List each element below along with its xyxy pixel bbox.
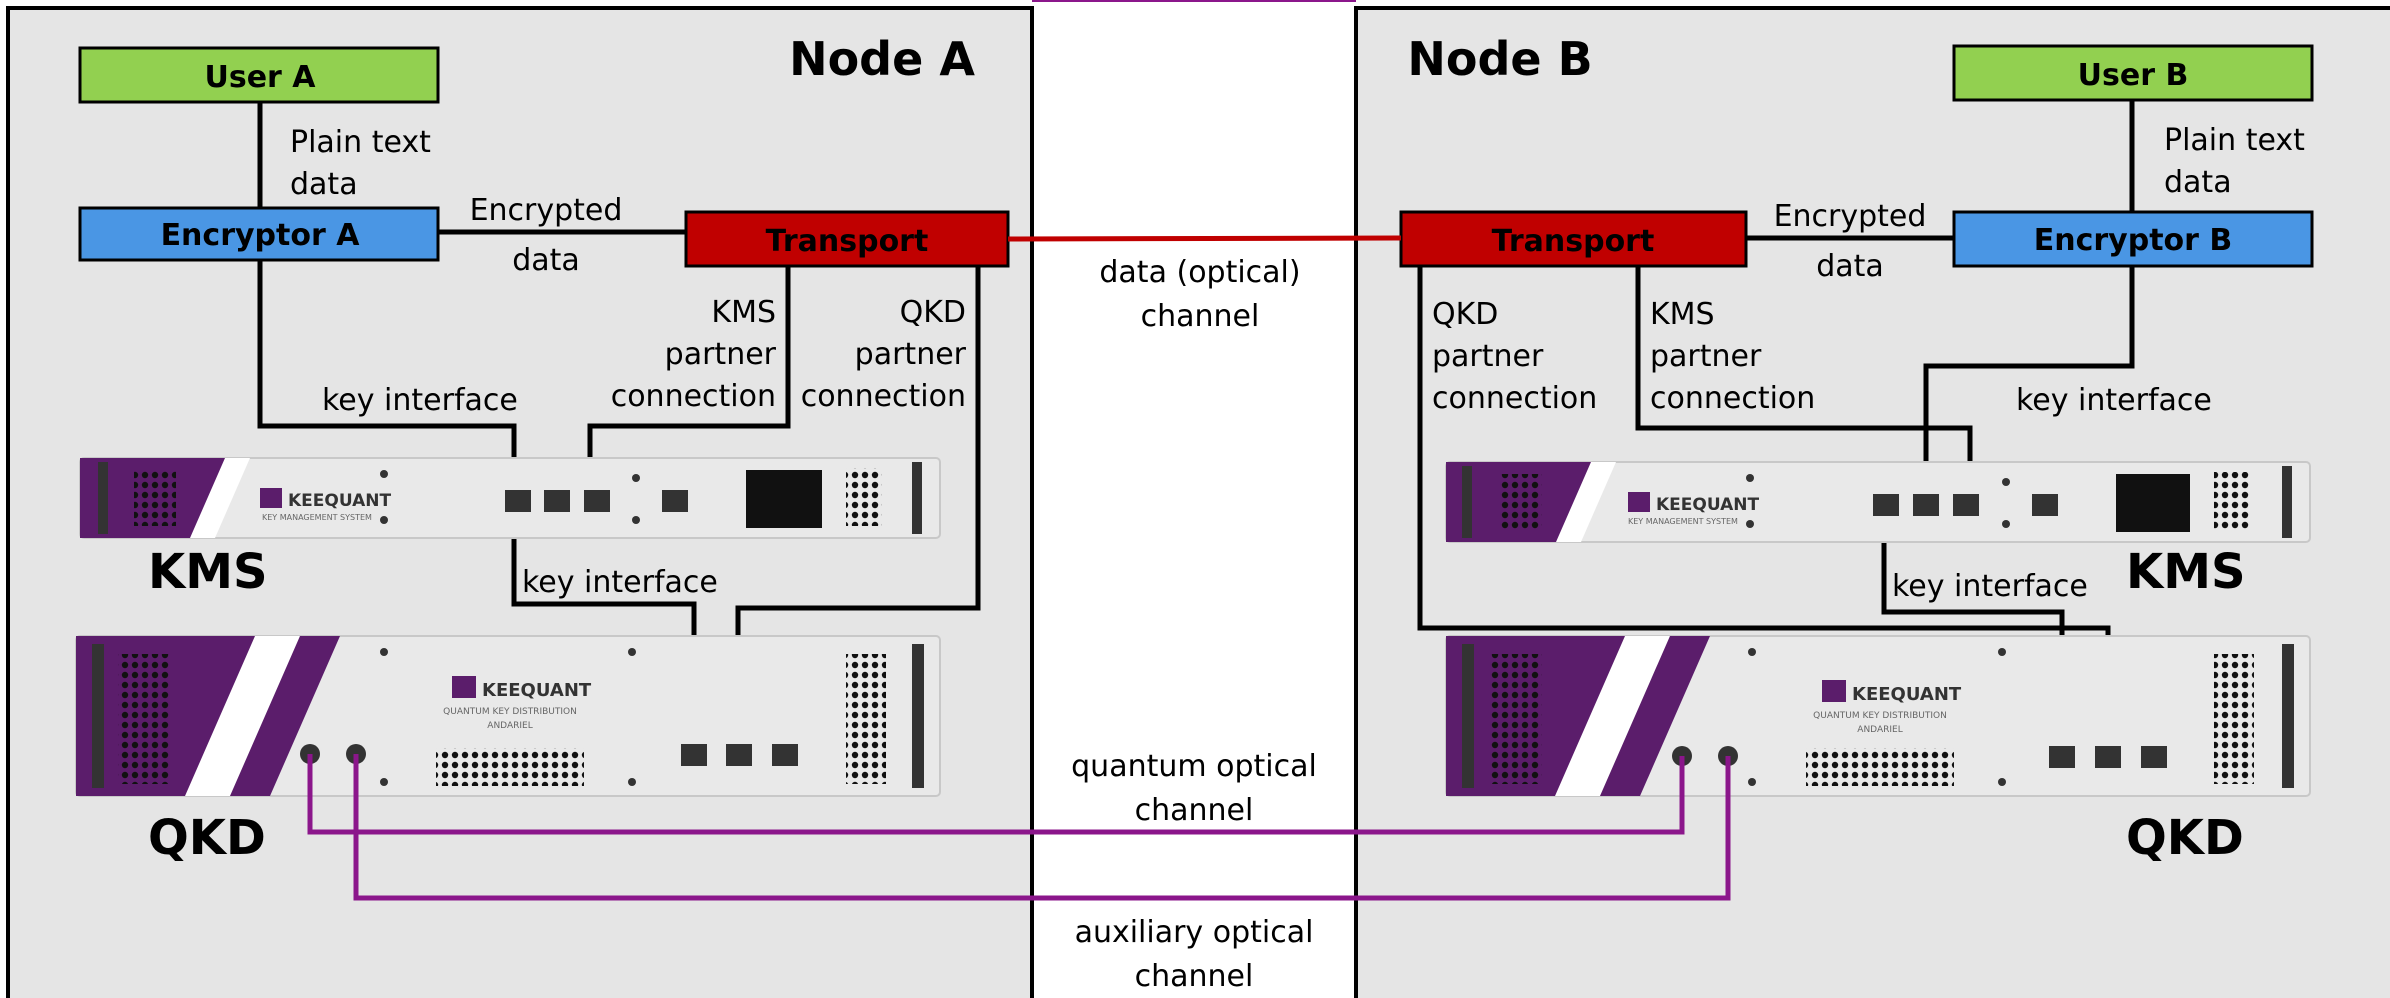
- key-interface-b-top: key interface: [2016, 383, 2212, 418]
- qkd-b-subtitle: QUANTUM KEY DISTRIBUTION: [1813, 711, 1947, 721]
- qkd-b-model: ANDARIEL: [1857, 725, 1902, 735]
- kms-partner-a-line2: partner: [665, 337, 777, 372]
- quantum-optical-channel-line: [307, 754, 1685, 835]
- key-interface-b-mid: key interface: [1892, 569, 2088, 604]
- plain-text-b-line1: Plain text: [2164, 123, 2305, 158]
- plain-text-a-line2: data: [290, 167, 358, 202]
- kms-b-subtitle: KEY MANAGEMENT SYSTEM: [1628, 517, 1738, 526]
- qkd-b-brand: KEEQUANT: [1852, 684, 1962, 705]
- kms-partner-b-line2: partner: [1650, 339, 1762, 374]
- encrypted-b-line2: data: [1816, 249, 1884, 284]
- qkd-a-label: QKD: [148, 810, 266, 866]
- user-a-box: [78, 46, 440, 104]
- encrypted-b-line1: Encrypted: [1774, 199, 1927, 234]
- quantum-channel-label-line2: channel: [1135, 793, 1254, 828]
- kms-partner-a-line3: connection: [611, 379, 776, 414]
- node-a-title: Node A: [789, 32, 975, 86]
- transport-b-box: [1399, 210, 1748, 268]
- auxiliary-optical-channel-line: [353, 754, 1731, 901]
- qkd-a-model: ANDARIEL: [487, 721, 532, 731]
- kms-partner-b-line3: connection: [1650, 381, 1815, 416]
- qkd-a-brand: KEEQUANT: [482, 680, 592, 701]
- user-b-label: User B: [2078, 58, 2189, 93]
- kms-device-b: KEEQUANT KEY MANAGEMENT SYSTEM: [1445, 461, 2311, 543]
- data-channel-label-line1: data (optical): [1099, 255, 1300, 290]
- quantum-channel-label-line1: quantum optical: [1071, 749, 1317, 784]
- kms-partner-b-line1: KMS: [1650, 297, 1715, 332]
- user-a-label: User A: [204, 60, 316, 95]
- qkd-partner-a-line3: connection: [801, 379, 966, 414]
- kms-a-label: KMS: [148, 544, 268, 600]
- qkd-partner-b-line3: connection: [1432, 381, 1597, 416]
- plain-text-b-line2: data: [2164, 165, 2232, 200]
- auxiliary-channel-label-line1: auxiliary optical: [1075, 915, 1314, 950]
- encrypted-a-line1: Encrypted: [470, 193, 623, 228]
- qkd-partner-a-line1: QKD: [900, 295, 966, 330]
- qkd-b-label: QKD: [2126, 810, 2244, 866]
- kms-device-a: KEEQUANT KEY MANAGEMENT SYSTEM: [79, 457, 941, 539]
- kms-b-label: KMS: [2126, 544, 2246, 600]
- data-optical-channel-line: [1007, 235, 1402, 242]
- encryptor-b-label: Encryptor B: [2034, 223, 2233, 258]
- encryptor-a-label: Encryptor A: [161, 218, 361, 253]
- transport-a-box: [684, 210, 1010, 268]
- encryptor-a-box: [78, 206, 440, 262]
- qkd-partner-b-line2: partner: [1432, 339, 1544, 374]
- encrypted-a-line2: data: [512, 243, 580, 278]
- kms-partner-a-line1: KMS: [711, 295, 776, 330]
- encryptor-b-box: [1952, 210, 2314, 268]
- kms-a-subtitle: KEY MANAGEMENT SYSTEM: [262, 513, 372, 522]
- user-b-box: [1952, 44, 2314, 102]
- key-interface-a-top: key interface: [322, 383, 518, 418]
- qkd-partner-a-line2: partner: [855, 337, 967, 372]
- transport-b-label: Transport: [1492, 224, 1655, 259]
- plain-text-a-line1: Plain text: [290, 125, 431, 160]
- qkd-a-subtitle: QUANTUM KEY DISTRIBUTION: [443, 707, 577, 717]
- kms-a-brand: KEEQUANT: [288, 491, 392, 511]
- qkd-device-b: KEEQUANT QUANTUM KEY DISTRIBUTION ANDARI…: [1445, 635, 2311, 797]
- qkd-partner-b-line1: QKD: [1432, 297, 1498, 332]
- qkd-device-a: KEEQUANT QUANTUM KEY DISTRIBUTION ANDARI…: [75, 635, 941, 797]
- data-channel-label-line2: channel: [1141, 299, 1260, 334]
- key-interface-a-mid: key interface: [522, 565, 718, 600]
- auxiliary-channel-label-line2: channel: [1135, 959, 1254, 994]
- kms-b-brand: KEEQUANT: [1656, 495, 1760, 515]
- transport-a-label: Transport: [766, 224, 929, 259]
- node-b-title: Node B: [1407, 32, 1592, 86]
